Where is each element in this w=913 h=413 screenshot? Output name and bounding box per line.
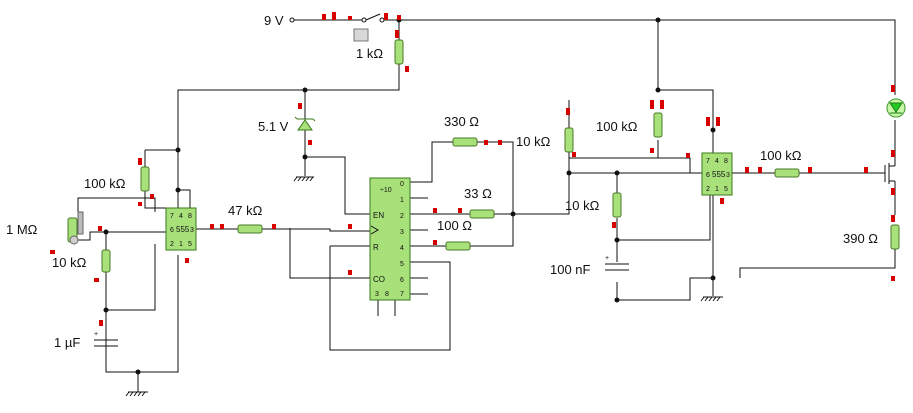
resistor-330[interactable] (452, 137, 478, 147)
timer-555-left[interactable]: 7 4 8 6 555 3 2 1 5 (165, 207, 197, 251)
potentiometer[interactable] (67, 211, 84, 245)
label-c-100nf: 100 nF (550, 262, 591, 277)
label-zener: 5.1 V (258, 119, 289, 134)
svg-text:+: + (605, 255, 609, 262)
supply-terminal: 9 V (264, 13, 295, 28)
svg-text:7: 7 (170, 213, 174, 220)
svg-text:6: 6 (170, 227, 174, 234)
wires (74, 19, 896, 392)
svg-text:1: 1 (715, 186, 719, 193)
svg-text:0: 0 (400, 181, 404, 188)
svg-text:CO: CO (373, 275, 385, 284)
svg-text:+: + (94, 331, 98, 338)
label-r-100k-right: 100 kΩ (596, 119, 638, 134)
svg-text:3: 3 (375, 291, 379, 298)
svg-text:3: 3 (400, 229, 404, 236)
probe-markers (50, 12, 895, 326)
resistor-10k-left[interactable] (101, 249, 111, 273)
decade-counter[interactable]: ÷10 EN R CO 0 1 2 3 4 5 6 7 3 8 (369, 177, 411, 301)
svg-text:3: 3 (190, 227, 194, 234)
resistor-100[interactable] (445, 241, 471, 251)
svg-text:6: 6 (706, 172, 710, 179)
resistor-1k[interactable] (394, 39, 404, 65)
label-r-47k: 47 kΩ (228, 203, 263, 218)
svg-text:3: 3 (726, 172, 730, 179)
svg-text:4: 4 (400, 245, 404, 252)
resistor-10k-top[interactable] (564, 127, 574, 153)
svg-text:8: 8 (724, 158, 728, 165)
mosfet-icon (875, 160, 896, 186)
resistor-47k[interactable] (237, 224, 263, 234)
svg-text:2: 2 (170, 241, 174, 248)
svg-text:1: 1 (400, 197, 404, 204)
svg-text:EN: EN (373, 211, 384, 220)
led-icon (886, 98, 906, 118)
resistor-100k-out[interactable] (774, 168, 800, 178)
switch-button[interactable] (353, 28, 369, 42)
svg-text:5: 5 (188, 241, 192, 248)
svg-text:7: 7 (400, 291, 404, 298)
label-r-390: 390 Ω (843, 231, 878, 246)
resistors (101, 39, 900, 273)
resistor-100k-left[interactable] (140, 166, 150, 192)
svg-text:R: R (373, 243, 379, 252)
switch[interactable] (353, 13, 385, 42)
svg-text:8: 8 (188, 213, 192, 220)
pot-knob-icon[interactable] (69, 235, 79, 245)
svg-text:7: 7 (706, 158, 710, 165)
svg-text:555: 555 (176, 225, 190, 234)
resistor-10k-mid[interactable] (612, 192, 622, 218)
svg-text:8: 8 (385, 291, 389, 298)
resistor-390[interactable] (890, 224, 900, 250)
component-labels: 1 kΩ 5.1 V 100 kΩ 1 MΩ 10 kΩ 1 µF 47 kΩ … (6, 46, 878, 350)
svg-text:2: 2 (400, 213, 404, 220)
label-r-330: 330 Ω (444, 114, 479, 129)
label-r-10k-top: 10 kΩ (516, 134, 551, 149)
label-r-33: 33 Ω (464, 186, 492, 201)
capacitor-100nf: + (605, 255, 629, 271)
svg-text:2: 2 (706, 186, 710, 193)
capacitor-1uf: + (94, 331, 118, 347)
label-pot: 1 MΩ (6, 222, 38, 237)
resistor-33[interactable] (469, 209, 495, 219)
svg-text:÷10: ÷10 (380, 187, 392, 194)
label-r-100: 100 Ω (437, 218, 472, 233)
svg-text:5: 5 (400, 261, 404, 268)
svg-text:6: 6 (400, 277, 404, 284)
ground-icon (125, 176, 723, 397)
svg-text:555: 555 (712, 170, 726, 179)
label-c-1uf: 1 µF (54, 335, 80, 350)
label-r-100k-left: 100 kΩ (84, 176, 126, 191)
resistor-100k-right[interactable] (653, 112, 663, 138)
svg-text:1: 1 (179, 241, 183, 248)
label-r-10k-mid: 10 kΩ (565, 198, 600, 213)
supply-label: 9 V (264, 13, 284, 28)
label-r-100k-out: 100 kΩ (760, 148, 802, 163)
svg-text:4: 4 (179, 213, 183, 220)
timer-555-right[interactable]: 7 4 8 6 555 3 2 1 5 (701, 152, 733, 196)
zener-diode (294, 116, 316, 131)
label-r-1k: 1 kΩ (356, 46, 383, 61)
label-r-10k-left: 10 kΩ (52, 255, 87, 270)
junctions (103, 17, 716, 375)
svg-text:5: 5 (724, 186, 728, 193)
svg-text:4: 4 (715, 158, 719, 165)
